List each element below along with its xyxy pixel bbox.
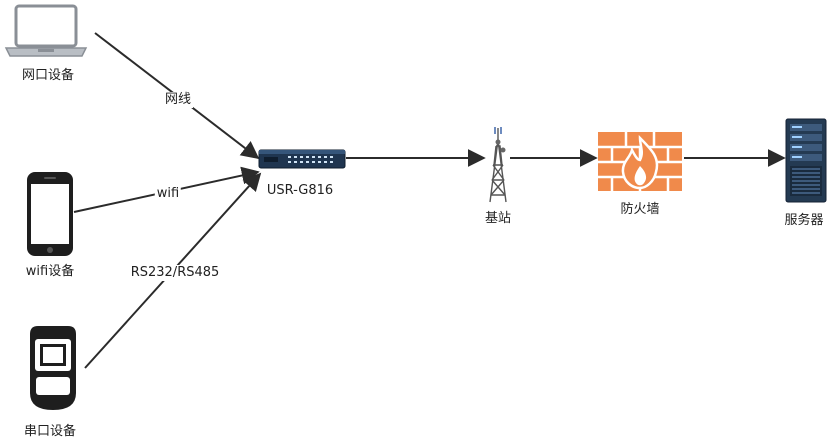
laptop-icon xyxy=(4,4,88,57)
firewall-icon xyxy=(598,132,682,191)
phone-icon xyxy=(27,172,73,256)
router-label: USR-G816 xyxy=(266,183,334,198)
base-station-tower-icon xyxy=(489,127,507,203)
flame-icon xyxy=(621,134,659,190)
server-label: 服务器 xyxy=(784,213,824,228)
router-icon xyxy=(258,149,346,169)
edge-ethernet-label: 网线 xyxy=(162,92,194,108)
server-icon xyxy=(785,118,827,203)
edge-wifi-label: wifi xyxy=(154,186,182,202)
base-station-label: 基站 xyxy=(484,211,512,226)
laptop-label: 网口设备 xyxy=(21,68,75,83)
edge-serial-label: RS232/RS485 xyxy=(128,265,222,281)
firewall-label: 防火墙 xyxy=(620,202,660,217)
serial-device-icon xyxy=(30,326,76,410)
serial-device-label: 串口设备 xyxy=(23,424,77,439)
phone-label: wifi设备 xyxy=(25,264,75,279)
